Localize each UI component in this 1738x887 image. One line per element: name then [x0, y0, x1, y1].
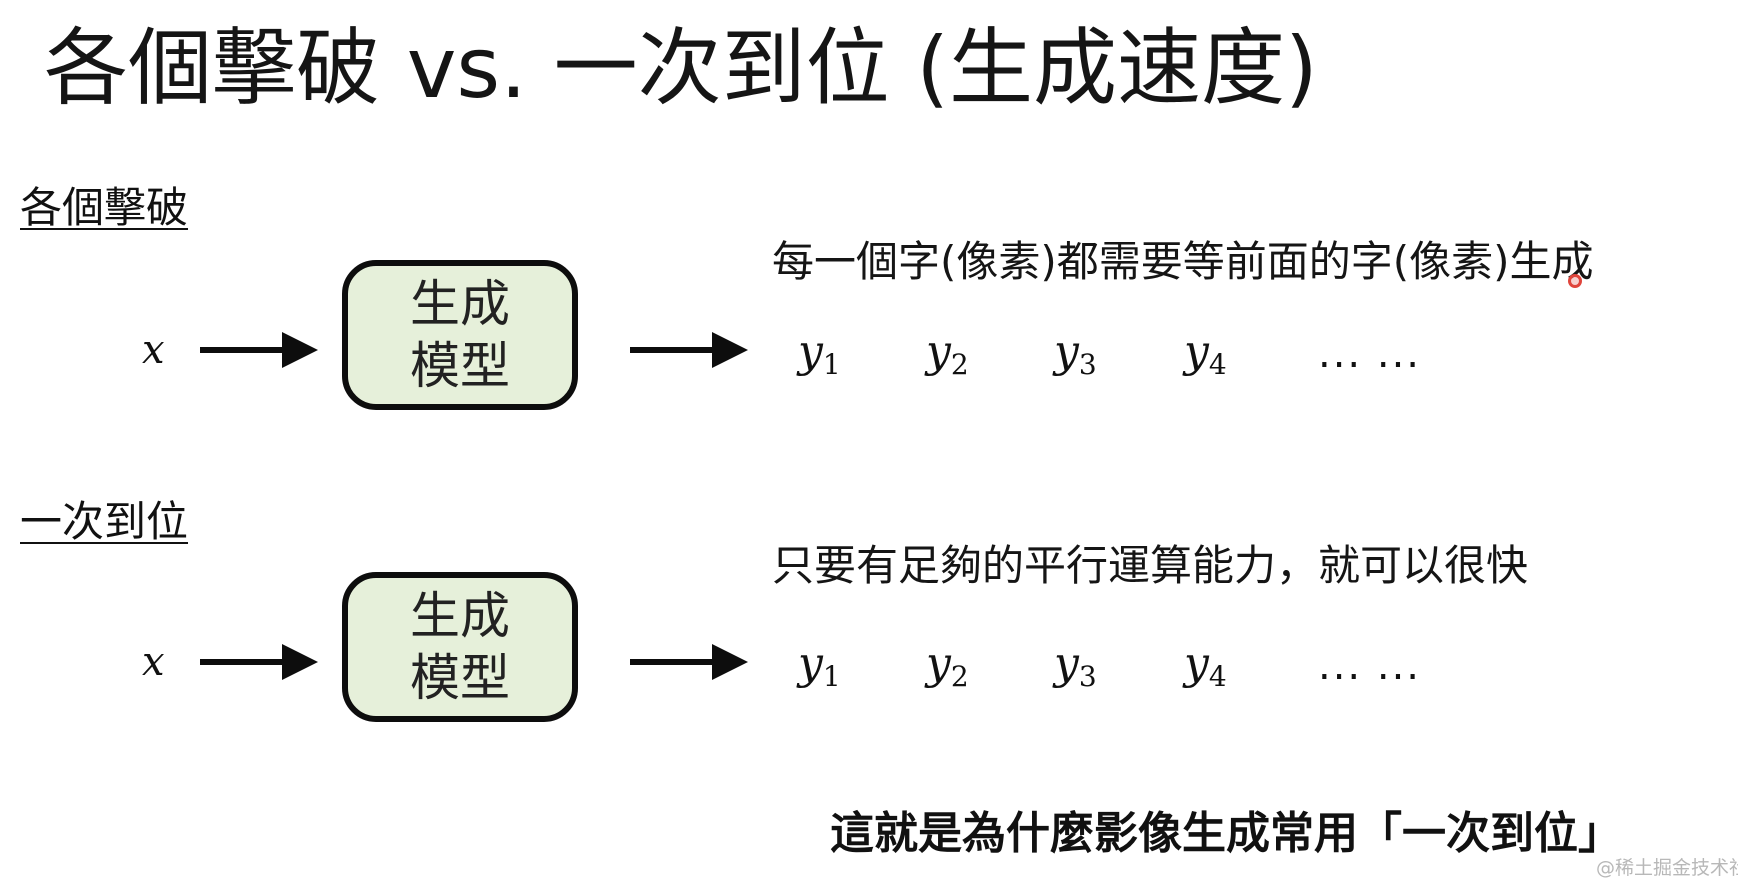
- section-label-non-autoregressive: 一次到位: [20, 497, 189, 546]
- output-ellipsis-1: ... ...: [1318, 331, 1422, 377]
- input-x-2: x: [142, 639, 165, 685]
- output-token: y4: [1184, 326, 1227, 381]
- watermark: @稀土掘金技术社区: [1596, 857, 1738, 879]
- output-token: y3: [1054, 638, 1097, 693]
- generative-model-box-2: 生成 模型: [342, 572, 578, 722]
- non-autoregressive-note: 只要有足夠的平行運算能力，就可以很快: [772, 541, 1529, 590]
- output-token: y4: [1184, 638, 1227, 693]
- model-label-line2: 模型: [410, 649, 510, 707]
- model-label-line1: 生成: [410, 587, 510, 645]
- autoregressive-note: 每一個字(像素)都需要等前面的字(像素)生成: [772, 237, 1594, 286]
- input-x-1: x: [142, 327, 165, 373]
- section-label-autoregressive: 各個擊破: [20, 183, 189, 232]
- cursor-indicator: [1568, 274, 1582, 288]
- output-token: y1: [798, 638, 841, 693]
- output-ellipsis-2: ... ...: [1318, 643, 1422, 689]
- output-token: y2: [926, 638, 969, 693]
- output-token: y3: [1054, 326, 1097, 381]
- output-token: y1: [798, 326, 841, 381]
- output-token: y2: [926, 326, 969, 381]
- model-label-line2: 模型: [410, 337, 510, 395]
- slide-title: 各個擊破 vs. 一次到位 (生成速度): [44, 19, 1318, 117]
- generative-model-box-1: 生成 模型: [342, 260, 578, 410]
- conclusion-text: 這就是為什麼影像生成常用「一次到位」: [830, 808, 1622, 859]
- model-label-line1: 生成: [410, 275, 510, 333]
